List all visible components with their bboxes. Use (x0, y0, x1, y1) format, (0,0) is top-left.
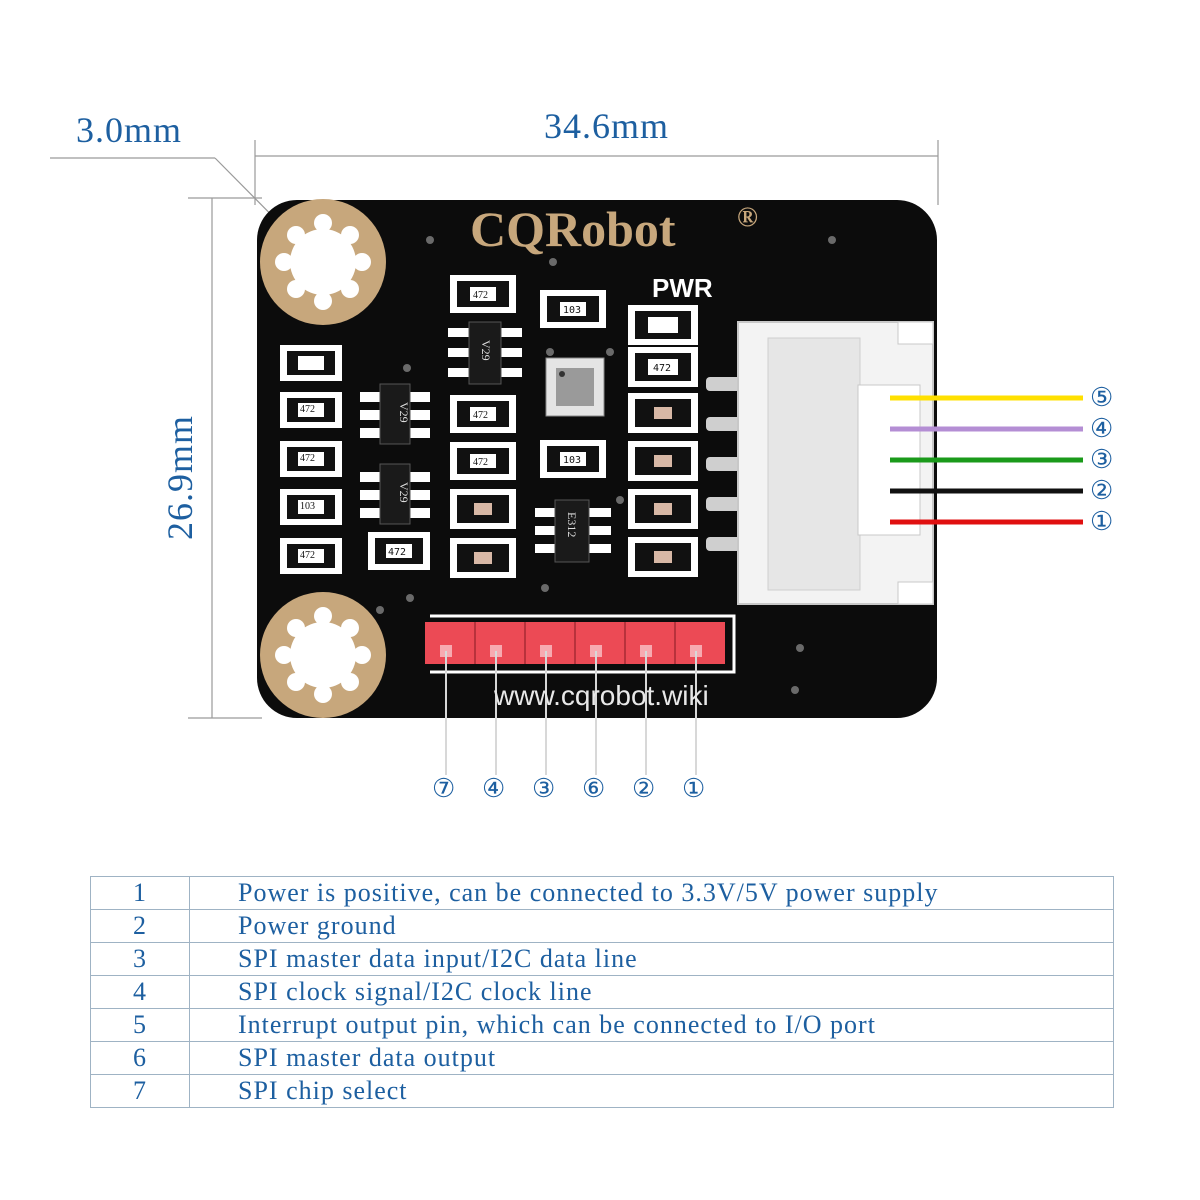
ic-code: V29 (397, 482, 411, 503)
wire-pin-label: ⑤ (1090, 383, 1113, 412)
ic-chip (448, 321, 522, 385)
ic-code: V29 (397, 402, 411, 423)
pin-number-cell: 1 (90, 876, 190, 910)
header-pin-label: ① (682, 774, 705, 803)
website-label: www.cqrobot.wiki (493, 680, 709, 711)
pin-header (425, 614, 736, 775)
resistor-code: 103 (300, 501, 315, 512)
pin-description-cell: SPI master data output (189, 1041, 1114, 1075)
dimension-lines (50, 140, 939, 719)
resistor-code: 103 (563, 305, 581, 316)
resistor (368, 532, 430, 570)
pin-number-cell: 7 (90, 1074, 190, 1108)
pin-description-cell: SPI chip select (189, 1074, 1114, 1108)
resistor-code: 472 (300, 453, 315, 464)
ic-chip (535, 499, 611, 563)
registered-mark: ® (737, 202, 758, 233)
mounting-hole-bottom (260, 592, 386, 718)
pin-number-cell: 4 (90, 975, 190, 1009)
pin-description-cell: Power is positive, can be connected to 3… (189, 876, 1114, 910)
pin-number-cell: 3 (90, 942, 190, 976)
height-dimension-label: 26.9mm (160, 415, 200, 540)
mounting-hole-top (260, 199, 386, 325)
pin-description-cell: Power ground (189, 909, 1114, 943)
resistor-code: 103 (563, 455, 581, 466)
resistor (540, 440, 606, 478)
resistor-code: 472 (388, 547, 406, 558)
pin-description-cell: Interrupt output pin, which can be conne… (189, 1008, 1114, 1042)
resistor (540, 290, 606, 328)
ic-code: V29 (479, 340, 493, 361)
ic-chip (360, 383, 430, 445)
pwr-label: PWR (652, 273, 713, 303)
ic-code: E312 (565, 512, 579, 537)
header-pin-label: ⑦ (432, 774, 455, 803)
pin-number-cell: 2 (90, 909, 190, 943)
resistor-code: 472 (653, 363, 671, 374)
brand-logo: CQRobot (470, 201, 676, 257)
width-dimension-label: 34.6mm (544, 106, 669, 146)
hole-dimension-label: 3.0mm (76, 110, 182, 150)
wire-pin-label: ④ (1090, 414, 1113, 443)
header-pin-label: ② (632, 774, 655, 803)
resistor-column-middle (450, 275, 516, 578)
resistor-code: 472 (473, 290, 488, 301)
resistor-column-right (628, 305, 698, 577)
wire-pin-label: ③ (1090, 445, 1113, 474)
resistor-code: 472 (300, 550, 315, 561)
resistor-code: 472 (473, 410, 488, 421)
sensor-chip (545, 357, 605, 417)
ic-chip (360, 463, 430, 525)
header-pin-label: ③ (532, 774, 555, 803)
pin-description-cell: SPI clock signal/I2C clock line (189, 975, 1114, 1009)
wire-pin-label: ② (1090, 476, 1113, 505)
resistor-code: 472 (473, 457, 488, 468)
pin-number-cell: 6 (90, 1041, 190, 1075)
header-pin-label: ④ (482, 774, 505, 803)
pin-description-cell: SPI master data input/I2C data line (189, 942, 1114, 976)
wire-pin-label: ① (1090, 507, 1113, 536)
pin-number-cell: 5 (90, 1008, 190, 1042)
jst-connector (706, 321, 934, 605)
resistor-code: 472 (300, 404, 315, 415)
header-pin-label: ⑥ (582, 774, 605, 803)
resistor-column-left (280, 345, 342, 574)
